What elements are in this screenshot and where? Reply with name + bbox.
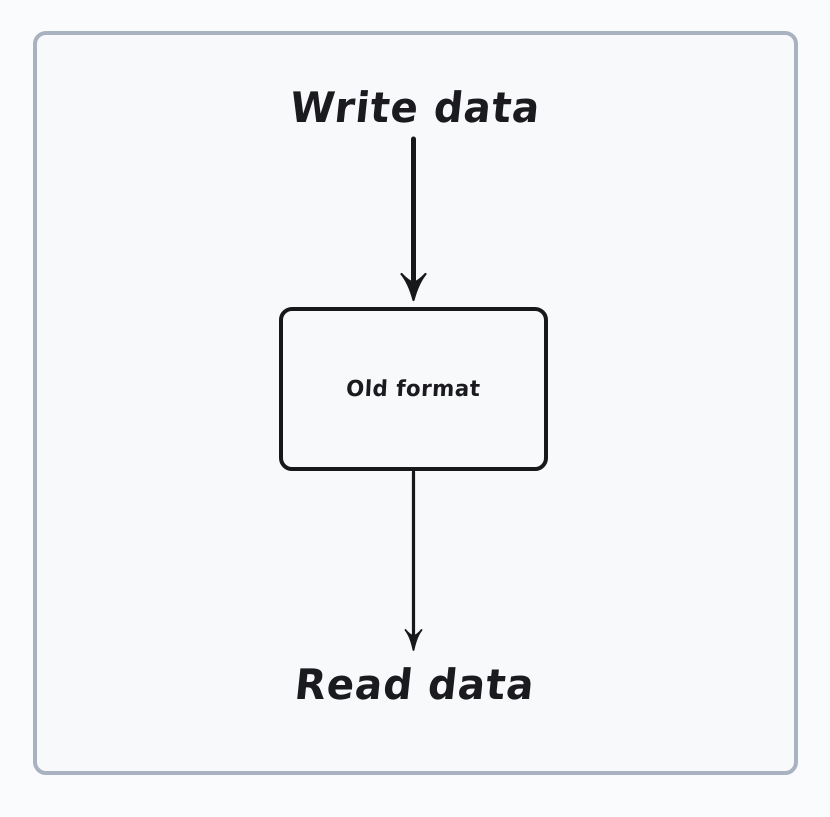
edge-label-write-data: Write data xyxy=(0,83,830,132)
node-old-format[interactable]: Old format xyxy=(279,307,548,471)
node-old-format-label: Old format xyxy=(345,376,482,402)
edge-label-write-data-text: Write data xyxy=(287,83,543,132)
edge-label-read-data-text: Read data xyxy=(292,660,538,709)
edge-label-read-data: Read data xyxy=(0,660,830,709)
arrow-old-format-to-read xyxy=(404,470,423,651)
arrow-write-to-old-format xyxy=(400,136,427,302)
